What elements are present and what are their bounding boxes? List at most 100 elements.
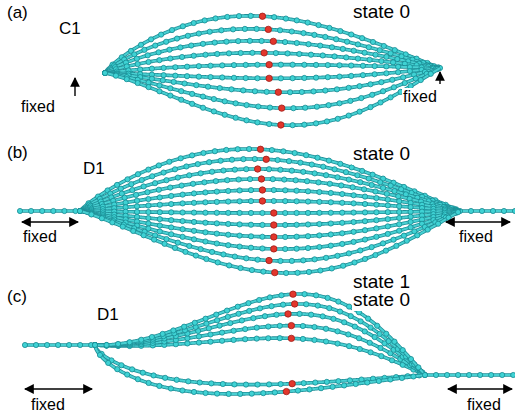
- bead: [225, 314, 230, 319]
- strand: [77, 187, 460, 214]
- bead: [157, 89, 162, 94]
- bead: [146, 167, 151, 172]
- bead: [226, 51, 231, 56]
- bead: [141, 184, 146, 189]
- strand-outline: [25, 343, 95, 347]
- bead: [433, 372, 438, 377]
- bead: [468, 208, 473, 213]
- bead: [294, 222, 299, 227]
- figure-label: fixed: [466, 396, 502, 414]
- bead: [179, 89, 184, 94]
- bead: [127, 340, 132, 345]
- bead: [284, 270, 289, 275]
- bead: [283, 188, 288, 193]
- bead: [337, 309, 342, 314]
- bead: [168, 86, 173, 91]
- bead: [340, 210, 345, 215]
- bead: [161, 65, 166, 70]
- bead: [320, 314, 325, 319]
- bead: [313, 75, 318, 80]
- bead: [335, 329, 340, 334]
- bead: [184, 64, 189, 69]
- bead: [55, 342, 60, 347]
- bead: [89, 211, 94, 216]
- bead: [92, 342, 97, 347]
- figure-label: D1: [82, 160, 106, 179]
- bead: [346, 85, 351, 90]
- red-bead: [259, 187, 265, 193]
- figure-label: D1: [96, 306, 120, 325]
- bead: [394, 243, 399, 248]
- bead: [248, 234, 253, 239]
- bead: [149, 334, 154, 339]
- strand-line: [95, 345, 425, 394]
- bead: [229, 87, 234, 92]
- bead: [244, 256, 249, 261]
- strand-outline: [80, 190, 460, 211]
- bead: [277, 323, 282, 328]
- bead: [348, 314, 353, 319]
- bead: [372, 334, 377, 339]
- bead: [201, 150, 206, 155]
- bead: [118, 186, 123, 191]
- figure-label: state 0: [352, 2, 411, 23]
- bead: [222, 99, 227, 104]
- bead: [161, 170, 166, 175]
- bead: [368, 105, 373, 110]
- strand: [102, 66, 440, 81]
- strand: [92, 311, 425, 375]
- bead: [323, 34, 328, 39]
- bead: [355, 56, 360, 61]
- bead: [250, 50, 255, 55]
- bead: [391, 85, 396, 90]
- bead: [232, 382, 237, 387]
- bead: [218, 158, 223, 163]
- bead: [209, 381, 214, 386]
- bead: [125, 372, 130, 377]
- bead: [349, 63, 354, 68]
- bead: [244, 118, 249, 123]
- bead: [332, 54, 337, 59]
- bead: [152, 181, 157, 186]
- bead: [329, 45, 334, 50]
- bead: [92, 342, 97, 347]
- bead: [378, 180, 383, 185]
- bead: [313, 121, 318, 126]
- bead: [248, 222, 253, 227]
- strand: [17, 208, 80, 213]
- bead: [203, 316, 208, 321]
- strand-outline: [105, 29, 440, 73]
- bead: [168, 386, 173, 391]
- bead: [325, 295, 330, 300]
- red-bead: [259, 13, 265, 19]
- bead: [197, 380, 202, 385]
- bead: [261, 391, 266, 396]
- figure-label: fixed: [458, 228, 494, 246]
- bead: [92, 342, 97, 347]
- bead: [335, 175, 340, 180]
- bead: [227, 263, 232, 268]
- red-bead: [285, 311, 291, 317]
- bead: [261, 269, 266, 274]
- bead: [77, 208, 82, 213]
- bead: [380, 89, 385, 94]
- bead: [77, 208, 82, 213]
- fixed-arrow: [74, 78, 75, 96]
- bead: [200, 94, 205, 99]
- bead: [191, 237, 196, 242]
- bead: [97, 352, 102, 357]
- bead: [283, 246, 288, 251]
- bead: [77, 208, 82, 213]
- bead: [164, 178, 169, 183]
- bead: [254, 325, 259, 330]
- bead: [362, 329, 367, 334]
- bead: [340, 231, 345, 236]
- bead: [77, 208, 82, 213]
- bead: [281, 302, 286, 307]
- bead: [312, 337, 317, 342]
- bead: [309, 312, 314, 317]
- bead: [157, 58, 162, 63]
- bead: [102, 70, 107, 75]
- bead: [314, 104, 319, 109]
- bead: [297, 311, 302, 316]
